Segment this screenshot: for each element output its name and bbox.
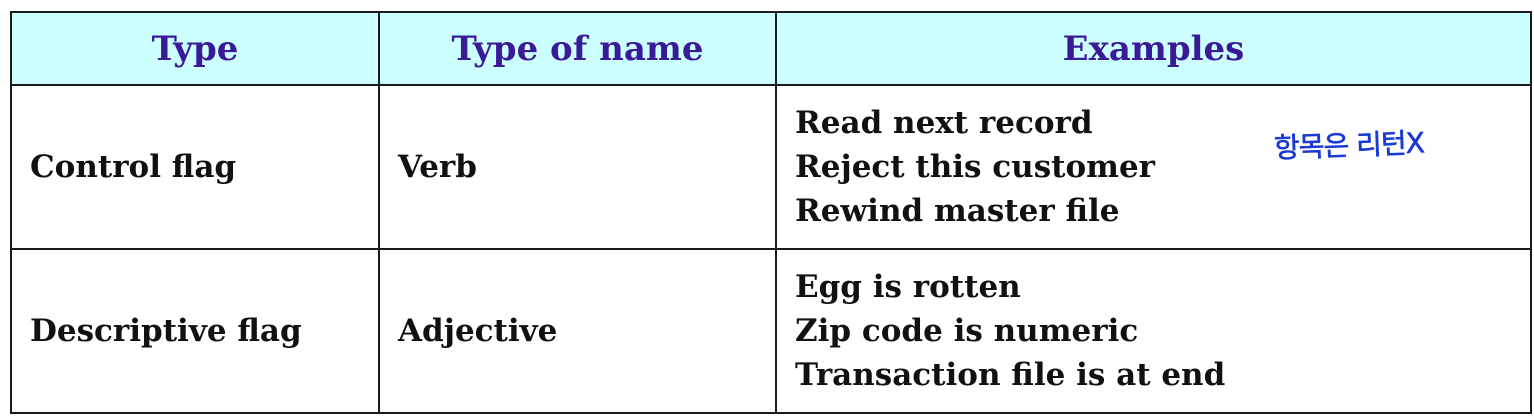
- cell-type: Control flag: [10, 84, 380, 250]
- table-body: Control flag Verb Read next record Rejec…: [10, 84, 1532, 414]
- cell-type-of-name: Adjective: [378, 248, 777, 414]
- cell-examples: Egg is rotten Zip code is numeric Transa…: [775, 248, 1532, 414]
- cell-type: Descriptive flag: [10, 248, 380, 414]
- table-header: Type Type of name Examples: [10, 11, 1532, 86]
- flag-naming-table: Type Type of name Examples Control flag …: [10, 11, 1532, 414]
- example-line: Read next record: [795, 105, 1093, 141]
- cell-examples: Read next record Reject this customer Re…: [775, 84, 1532, 250]
- example-line: Rewind master file: [795, 193, 1120, 229]
- example-line: Reject this customer: [795, 149, 1156, 185]
- table-row: Control flag Verb Read next record Rejec…: [10, 84, 1532, 250]
- cell-type-of-name: Verb: [378, 84, 777, 250]
- header-type: Type: [10, 11, 380, 86]
- handwritten-annotation: 항목은 리턴X: [1273, 126, 1425, 165]
- header-row: Type Type of name Examples: [10, 11, 1532, 86]
- example-line: Zip code is numeric: [795, 313, 1139, 349]
- header-examples: Examples: [775, 11, 1532, 86]
- example-line: Egg is rotten: [795, 269, 1021, 305]
- example-line: Transaction file is at end: [795, 357, 1226, 393]
- header-type-of-name: Type of name: [378, 11, 777, 86]
- table-row: Descriptive flag Adjective Egg is rotten…: [10, 248, 1532, 414]
- flag-naming-table-container: Type Type of name Examples Control flag …: [10, 11, 1532, 414]
